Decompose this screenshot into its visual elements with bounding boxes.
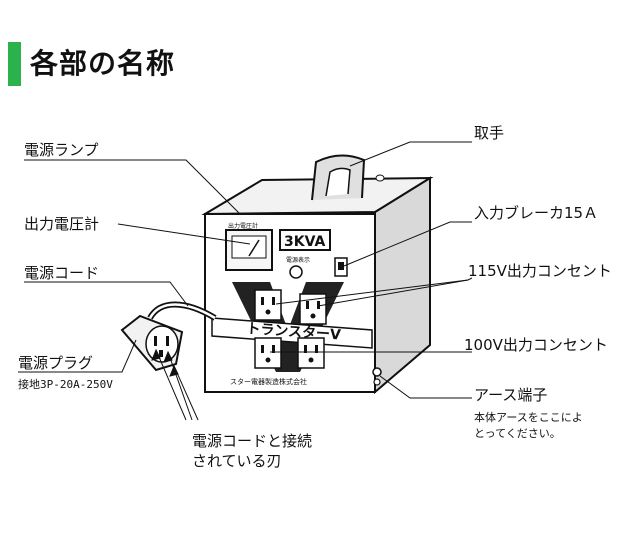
earth-note-line-1: 本体アースをここによ xyxy=(474,411,583,424)
outlet-115-left-icon xyxy=(254,289,282,321)
power-lamp-icon xyxy=(289,265,303,279)
page-title: 各部の名称 xyxy=(30,47,176,80)
maker-text: スター電器製造株式会社 xyxy=(230,377,307,386)
label-outlet-115: 115V出力コンセント xyxy=(468,262,612,280)
device-side-panel xyxy=(374,176,431,395)
capacity-badge: 3KVA xyxy=(284,234,325,250)
title-accent-bar xyxy=(8,42,21,86)
outlet-100-right-icon xyxy=(297,337,325,369)
blade-arrows xyxy=(151,348,199,421)
label-outlet-100: 100V出力コンセント xyxy=(464,336,608,354)
label-voltmeter: 出力電圧計 xyxy=(24,215,100,233)
label-breaker: 入力ブレーカ15Ａ xyxy=(474,204,599,222)
brand-band xyxy=(211,317,373,349)
label-blades-line-1: 電源コードと接続 xyxy=(192,432,313,450)
label-plug-spec: 接地3P-20A-250V xyxy=(18,378,113,391)
earth-terminal-icon xyxy=(372,367,382,377)
lamp-caption: 電源表示 xyxy=(286,256,310,264)
earth-note-line-2: とってください。 xyxy=(474,427,561,440)
label-plug: 電源プラグ xyxy=(18,354,94,372)
label-earth: アース端子 xyxy=(474,386,548,404)
label-power-cord: 電源コード xyxy=(24,264,100,282)
meter-caption: 出力電圧計 xyxy=(228,222,258,230)
label-handle: 取手 xyxy=(474,124,505,142)
label-power-lamp: 電源ランプ xyxy=(24,141,99,159)
outlet-100-left-icon xyxy=(254,337,282,369)
label-blades-line-2: されている刃 xyxy=(192,452,282,470)
leader-lines xyxy=(18,141,473,399)
